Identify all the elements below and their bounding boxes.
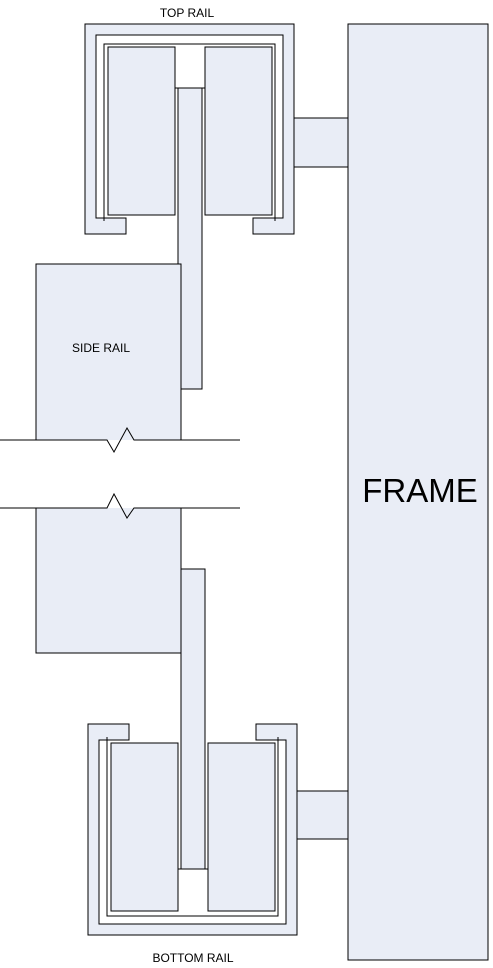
bottom-rail-label: BOTTOM RAIL <box>152 951 233 965</box>
bottom-rail-right-block <box>207 742 276 912</box>
bottom-rail-channel-inner-edge <box>106 737 279 917</box>
bottom-rail-left-block <box>110 742 179 912</box>
bottom-rail-connector <box>296 790 349 840</box>
top-rail-left-block <box>107 46 176 216</box>
top-rail-right-block <box>204 46 273 216</box>
lower-vertical-bar <box>180 568 206 870</box>
top-rail-connector <box>293 117 349 168</box>
top-rail-assembly <box>84 23 349 235</box>
break-line-top <box>0 426 240 454</box>
frame-body <box>347 23 489 961</box>
side-rail-upper <box>35 263 182 461</box>
side-rail-label: SIDE RAIL <box>72 341 130 355</box>
side-rail-lower <box>35 489 182 654</box>
bottom-rail-assembly <box>87 723 349 936</box>
top-rail-channel-edge <box>95 34 284 218</box>
bottom-rail-channel-edge <box>98 740 287 925</box>
break-gap <box>0 440 245 508</box>
top-rail-channel-inner-edge <box>103 43 276 221</box>
break-line-bottom <box>0 492 240 519</box>
top-rail-label: TOP RAIL <box>160 6 215 20</box>
frame-label: FRAME <box>362 472 478 509</box>
upper-vertical-bar <box>177 87 203 390</box>
